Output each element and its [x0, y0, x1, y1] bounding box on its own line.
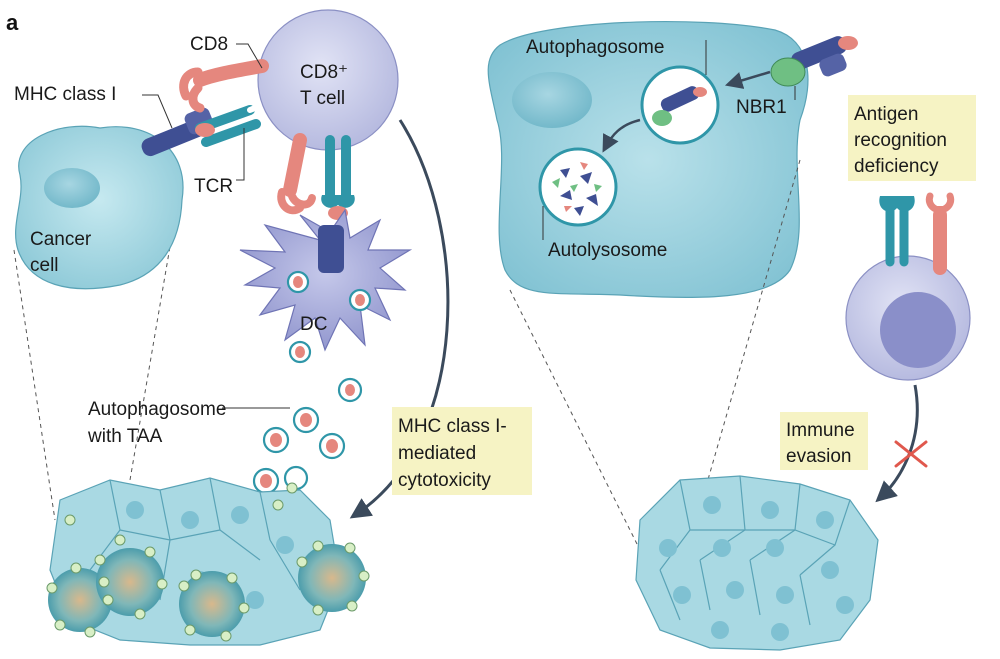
- nbr1-label: NBR1: [736, 97, 787, 118]
- antigen-text-3: deficiency: [854, 156, 939, 177]
- autophagosomes-with-taa: [252, 270, 372, 495]
- zoom-lines-left: [13, 199, 179, 521]
- immune-text-2: evasion: [786, 446, 852, 467]
- cancer-cell: [15, 125, 184, 290]
- tcr-leader-line: [236, 128, 245, 181]
- immune-evasion-box: Immune evasion: [780, 412, 868, 470]
- tcr-molecule: [195, 99, 273, 147]
- tumour-tissue-right: [635, 475, 879, 651]
- cd8-coreceptor-lower: [277, 133, 316, 215]
- immune-text-1: Immune: [786, 420, 855, 441]
- tumour-tissue-left: [46, 477, 370, 646]
- mhc-class-i-label: MHC class I: [14, 84, 116, 105]
- mhc-cytotoxicity-text-2: mediated: [398, 443, 476, 464]
- surface-mhc-nbr1: [770, 36, 858, 87]
- mhc-leader-line: [142, 94, 173, 129]
- large-cancer-cell-nucleus: [512, 72, 592, 128]
- cancer-cell-nucleus: [44, 168, 100, 208]
- zoom-lines-right: [509, 159, 801, 561]
- autolysosome: [538, 147, 618, 227]
- cancer-cell-label-2: cell: [30, 255, 59, 276]
- blocked-arrow: [875, 384, 919, 503]
- dc-label: DC: [300, 314, 327, 335]
- cancer-cell-label: Cancer: [30, 229, 92, 250]
- tcr-lower: [321, 135, 355, 220]
- cd8-t-cell-label: CD8⁺: [300, 62, 348, 83]
- antigen-text-2: recognition: [854, 130, 947, 151]
- large-cancer-cell: [487, 20, 809, 299]
- antigen-text-1: Antigen: [854, 104, 918, 125]
- dendritic-cell: [239, 208, 413, 352]
- antigen-deficiency-box: Antigen recognition deficiency: [848, 95, 976, 181]
- dying-cancer-cells: [46, 482, 370, 642]
- autophagosome-to-autolysosome-arrow: [602, 118, 641, 153]
- cd8-coreceptor-top: [179, 59, 269, 113]
- nbr1-arrow: [724, 70, 771, 89]
- autophagosome-taa-label-2: with TAA: [87, 426, 163, 447]
- mhc-cytotoxicity-box: MHC class I- mediated cytotoxicity: [392, 407, 532, 495]
- cd8-label: CD8: [190, 34, 228, 55]
- autophagosome-taa-label: Autophagosome: [88, 399, 226, 420]
- panel-letter: a: [6, 10, 19, 35]
- t-cell-right: [845, 192, 971, 381]
- inhibition-cross-icon: [894, 440, 928, 468]
- autophagosome-label: Autophagosome: [526, 37, 664, 58]
- mhc-cytotoxicity-text-1: MHC class I-: [398, 416, 507, 437]
- autophagosome: [640, 65, 720, 145]
- mhc-cytotoxicity-text-3: cytotoxicity: [398, 470, 491, 491]
- autolysosome-label: Autolysosome: [548, 240, 667, 261]
- cd8-leader-line: [236, 43, 263, 69]
- tcr-label: TCR: [194, 176, 233, 197]
- cd8-t-cell-label-2: T cell: [300, 88, 345, 109]
